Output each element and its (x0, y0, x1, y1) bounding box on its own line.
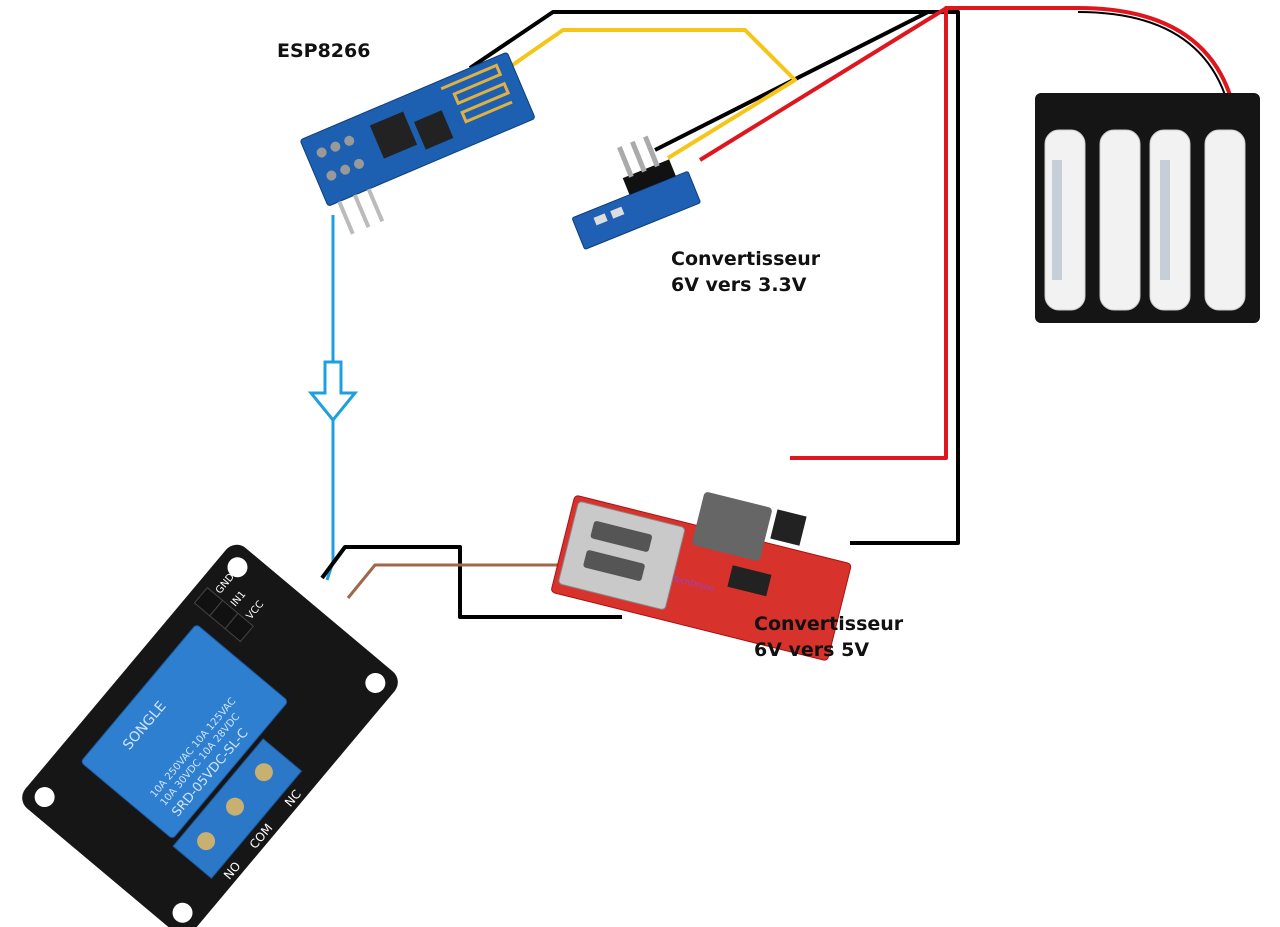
wire-red-conv33-in (698, 7, 947, 162)
wire-black-relay-gnd (320, 545, 622, 619)
converter-3v3-label-line2: 6V vers 3.3V (671, 274, 807, 296)
wires (320, 6, 1232, 619)
battery-holder (1035, 93, 1260, 323)
converter-5v-label-line2: 6V vers 5V (754, 639, 870, 661)
converter-5v-label-line1: Convertisseur (754, 613, 904, 635)
wire-brown-relay-vcc (346, 563, 580, 599)
converter-3v3-label: Convertisseur 6V vers 3.3V (671, 246, 820, 298)
buck-5v-module: TechDrone (551, 492, 852, 661)
esp8266-label: ESP8266 (277, 40, 371, 62)
relay-module: SONGLE 10A 250VAC 10A 125VAC 10A 30VDC 1… (22, 544, 398, 927)
converter-3v3-label-line1: Convertisseur (671, 248, 821, 270)
wire-black-esp-gnd (468, 10, 960, 545)
converter-3v3-module (572, 135, 701, 250)
wire-red-battery-buck (790, 6, 1078, 460)
wire-red-battery-lead (1077, 6, 1232, 96)
arrow-down-icon (307, 360, 359, 423)
wire-yellow-esp-vcc (486, 28, 797, 160)
wire-black-battery-lead (1077, 11, 1226, 96)
converter-5v-label: Convertisseur 6V vers 5V (754, 611, 903, 663)
esp8266-module (300, 52, 535, 235)
